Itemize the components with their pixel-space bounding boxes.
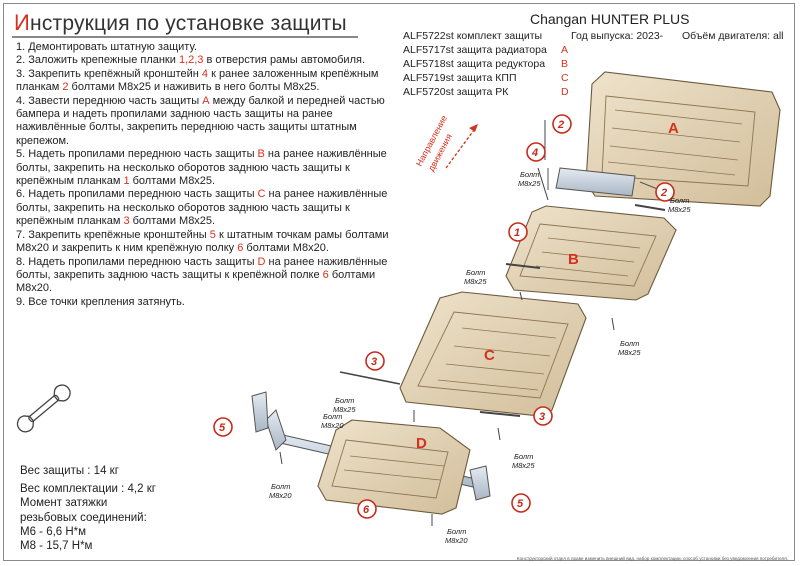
callout-4: 4 (526, 142, 546, 162)
svg-text:Болт: Болт (514, 452, 533, 461)
svg-text:5: 5 (517, 498, 524, 510)
plate-c-letter: C (484, 347, 495, 364)
engine-volume: Объём двигателя: all (682, 30, 784, 42)
svg-text:5: 5 (219, 422, 226, 434)
svg-text:М8х20: М8х20 (445, 536, 468, 545)
step-7: 7. Закрепить крепёжные кронштейны 5 к шт… (16, 228, 389, 255)
step-2: 2. Заложить крепежные планки 1,2,3 в отв… (16, 54, 366, 67)
year-of-manufacture: Год выпуска: 2023- (571, 30, 664, 42)
plate-b-gearbox-guard: B (505, 205, 677, 301)
svg-text:Болт: Болт (520, 170, 539, 179)
svg-text:Болт: Болт (335, 396, 354, 405)
step-4: 4. Завести переднюю часть защиты А между… (16, 94, 385, 147)
title-underline (12, 36, 358, 38)
torque-m8: М8 - 15,7 Н*м (20, 540, 93, 553)
bolt-label-m825-right-top: Болт М8х25 (668, 196, 691, 214)
kit-weight: Вес комплектации : 4,2 кг (20, 483, 156, 496)
step-9: 9. Все точки крепления затянуть. (16, 295, 185, 308)
torque-heading-2: резьбовых соединений: (20, 511, 147, 524)
svg-text:М8х25: М8х25 (512, 461, 535, 470)
svg-text:М8х25: М8х25 (668, 205, 691, 214)
svg-text:М8х20: М8х20 (321, 421, 344, 430)
callout-2-top: 2 (552, 114, 572, 134)
guard-weight: Вес защиты : 14 кг (20, 465, 119, 477)
plate-d-transfer-case-guard: D (317, 419, 471, 515)
vehicle-model: Changan HUNTER PLUS (530, 11, 690, 27)
svg-text:1: 1 (514, 227, 520, 239)
step-1: 1. Демонтировать штатную защиту. (16, 41, 197, 53)
bracket-5 (251, 391, 491, 501)
wrench-icon (16, 384, 71, 433)
direction-arrow-line (445, 129, 475, 169)
svg-text:2: 2 (557, 119, 564, 131)
svg-text:Болт: Болт (323, 412, 342, 421)
installation-steps: 1. Демонтировать штатную защиту. 2. Зало… (16, 41, 396, 309)
bolt-label-m825-mid-right: Болт М8х25 (618, 339, 641, 357)
step-6: 6. Надеть пропилами переднюю часть защит… (16, 188, 388, 228)
bolt-label-m825-lower-left: Болт М8х25 (333, 396, 356, 414)
sheet-frame (3, 3, 795, 561)
bracket-4 (547, 167, 661, 197)
strip-3-left (339, 371, 401, 385)
svg-text:2: 2 (660, 187, 667, 199)
plate-b-letter: B (568, 251, 579, 268)
svg-text:М8х20: М8х20 (269, 491, 292, 500)
callout-5-left: 5 (213, 417, 233, 437)
parts-list: ALF5722st комплект защиты ALF5717st защи… (403, 29, 573, 99)
callout-1: 1 (508, 222, 528, 242)
svg-text:Болт: Болт (447, 527, 466, 536)
bolt-label-m820-bottom: Болт М8х20 (445, 527, 468, 545)
svg-text:Болт: Болт (670, 196, 689, 205)
page-title: Инструкция по установке защиты (14, 10, 347, 35)
svg-text:4: 4 (531, 147, 538, 159)
svg-text:М8х25: М8х25 (333, 405, 356, 414)
bolt-label-m825-lower-right: Болт М8х25 (512, 452, 535, 470)
plate-a-letter: A (668, 120, 679, 137)
svg-text:М8х25: М8х25 (518, 179, 541, 188)
callout-3-left: 3 (365, 351, 385, 371)
torque-m6: М6 - 6,6 Н*м (20, 525, 87, 538)
step-5: 5. Надеть пропилами переднюю часть защит… (16, 148, 387, 188)
strip-2 (634, 204, 666, 211)
bolt-label-m820-left: Болт М8х20 (321, 412, 344, 430)
bolt-label-m820-bottom-left: Болт М8х20 (269, 482, 292, 500)
callout-6: 6 (357, 499, 377, 519)
strip-3-right (479, 411, 521, 417)
svg-text:3: 3 (539, 411, 545, 423)
callout-2-right: 2 (655, 182, 675, 202)
footer-disclaimer: Конструкторский отдел в праве изменить в… (516, 556, 788, 561)
step-3: 3. Закрепить крепёжный кронштейн 4 к ран… (16, 67, 379, 94)
part-row: ALF5722st комплект защиты (403, 30, 543, 42)
plate-c-transmission-guard: C (399, 291, 587, 417)
svg-text:М8х25: М8х25 (464, 277, 487, 286)
plate-a-radiator-guard: A (585, 71, 781, 207)
mounting-strips (339, 120, 666, 417)
bolt-label-m825-mid-left: Болт М8х25 (464, 268, 487, 286)
bolt-label-m825-upper: Болт М8х25 (518, 170, 541, 188)
specifications: Вес защиты : 14 кг Вес комплектации : 4,… (20, 464, 156, 553)
svg-text:Болт: Болт (620, 339, 639, 348)
svg-text:3: 3 (371, 356, 377, 368)
torque-heading-1: Момент затяжки (20, 497, 108, 510)
step-8: 8. Надеть пропилами переднюю часть защит… (16, 255, 388, 295)
plate-d-letter: D (416, 435, 427, 452)
direction-arrow-head (469, 124, 478, 132)
svg-text:Болт: Болт (466, 268, 485, 277)
callout-5-right: 5 (511, 493, 531, 513)
bolt-markers (279, 167, 615, 526)
svg-text:6: 6 (363, 504, 370, 516)
svg-text:Болт: Болт (271, 482, 290, 491)
direction-of-travel-indicator: Направление движения (414, 114, 478, 173)
strip-1 (505, 263, 541, 269)
callout-3-right: 3 (533, 406, 553, 426)
svg-text:М8х25: М8х25 (618, 348, 641, 357)
